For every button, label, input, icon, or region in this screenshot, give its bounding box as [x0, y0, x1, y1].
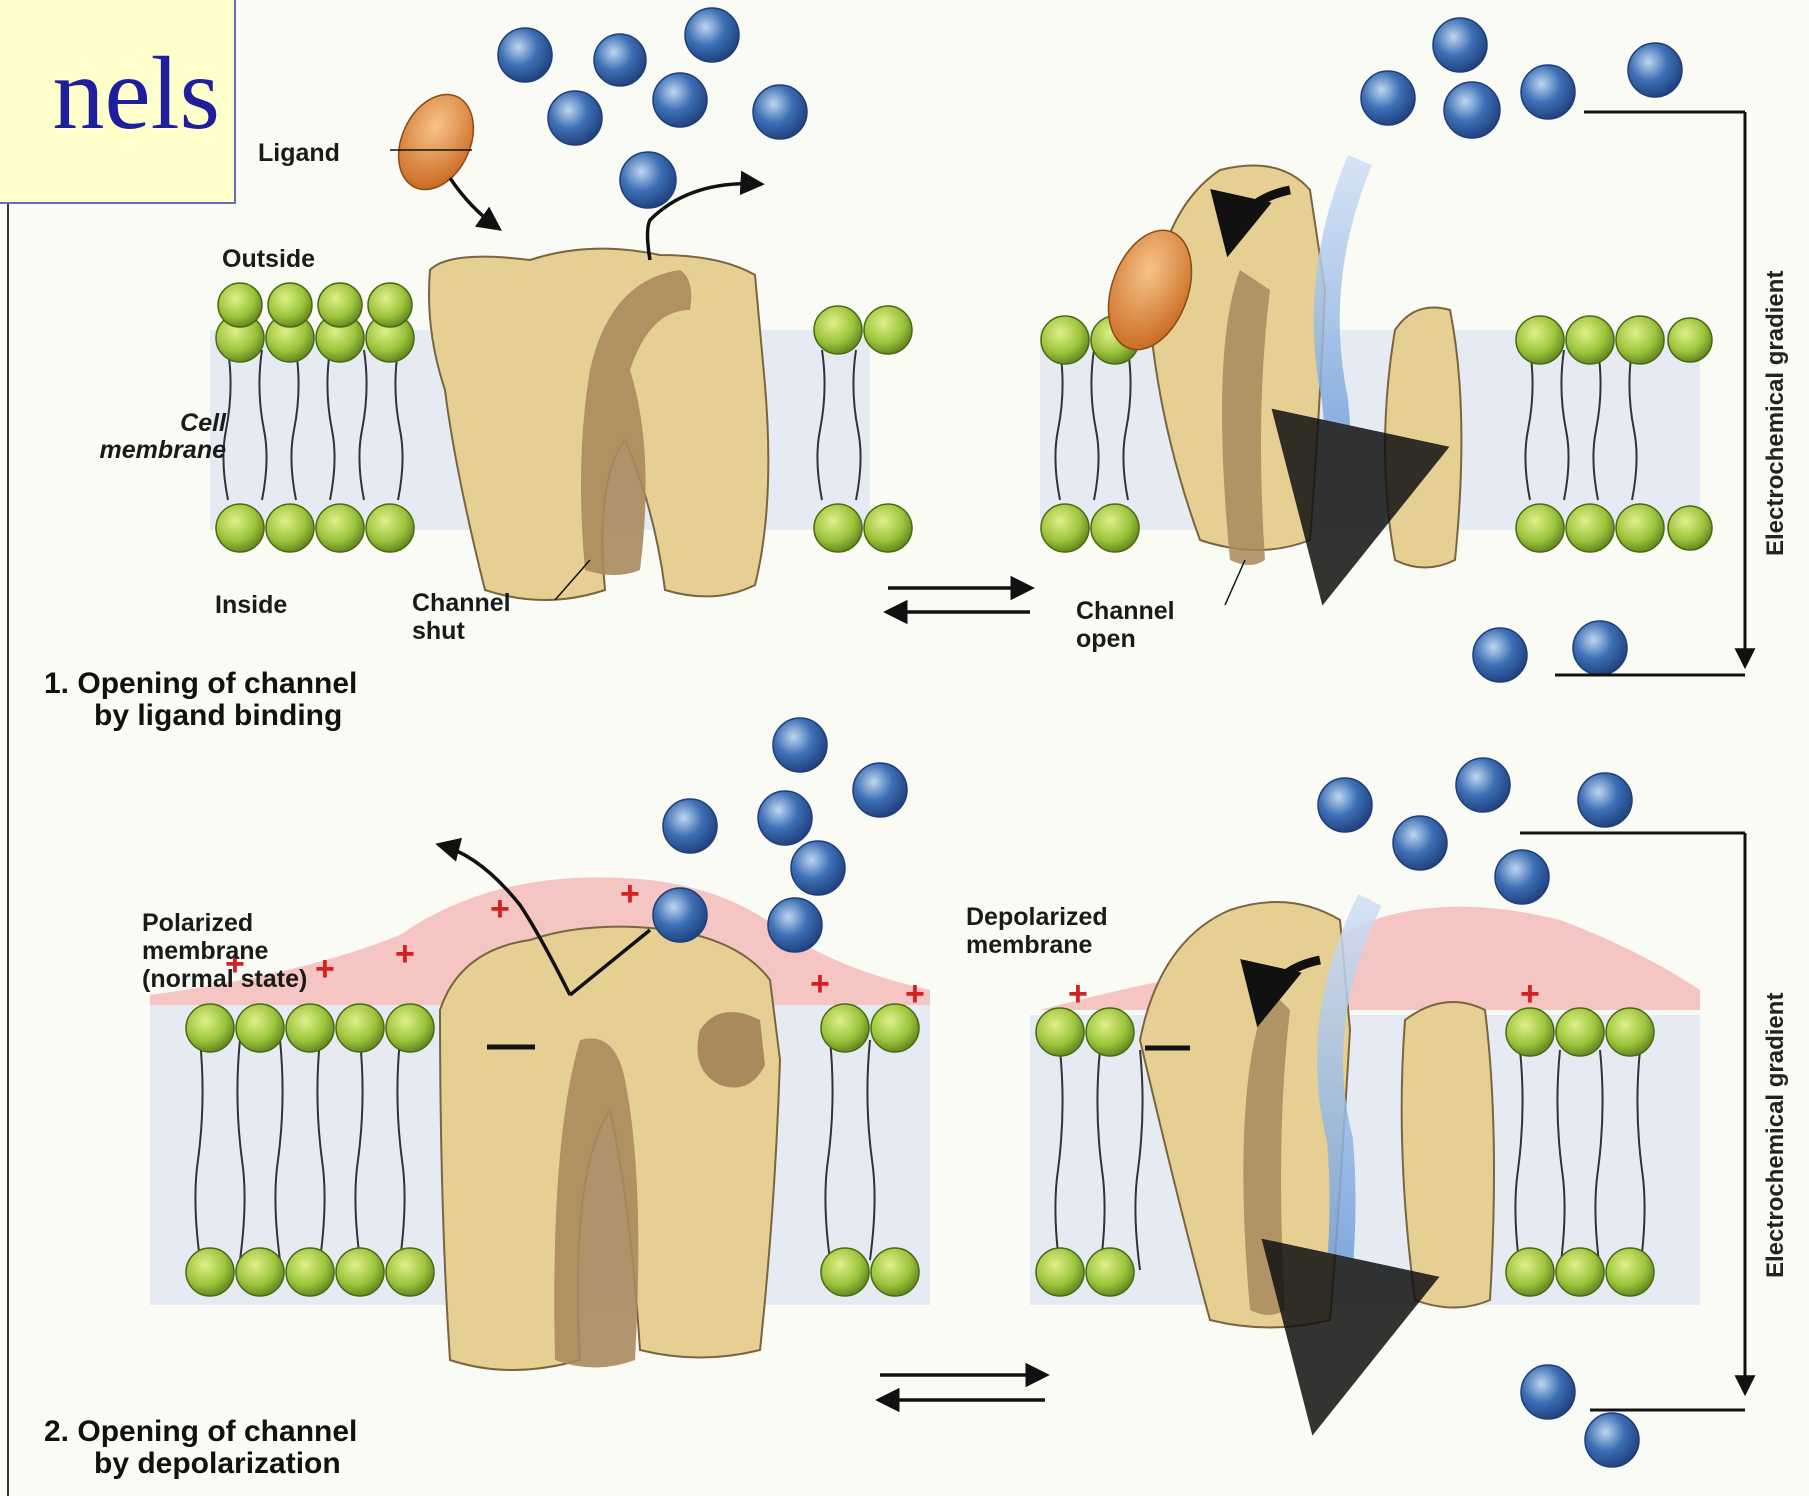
label-channel-shut-line2: shut — [412, 618, 465, 646]
label-gradient-bottom: Electrochemical gradient — [1762, 993, 1790, 1278]
label-polarized-line3: (normal state) — [142, 966, 307, 994]
ligand-molecule — [384, 82, 488, 201]
label-cell-membrane-line2: membrane — [30, 437, 226, 465]
svg-text:+: + — [1520, 975, 1540, 1013]
label-ligand: Ligand — [258, 140, 340, 168]
label-polarized-line1: Polarized — [142, 910, 253, 938]
panel-1-ligand-gated — [210, 8, 1745, 682]
ligand-arrow — [450, 178, 498, 228]
panel-2-voltage-gated: +++ ++++ +++ — [150, 718, 1745, 1467]
caption-panel-2: 2. Opening of channel by depolarization — [44, 1416, 357, 1479]
svg-text:+: + — [315, 950, 335, 988]
membrane-1-open — [1040, 316, 1712, 552]
equilibrium-arrows-2 — [880, 1375, 1045, 1400]
svg-text:+: + — [395, 935, 415, 973]
label-inside: Inside — [215, 592, 287, 620]
slide-title-box: nels — [0, 0, 236, 204]
svg-text:+: + — [810, 965, 830, 1003]
equilibrium-arrows-1 — [888, 588, 1030, 612]
svg-text:+: + — [1068, 975, 1088, 1013]
label-depolarized-line1: Depolarized — [966, 904, 1108, 932]
ions-panel-2-outside — [653, 718, 907, 952]
membrane-2-depolarized: +++ — [1030, 907, 1700, 1305]
caption-panel-1-line2: by ligand binding — [44, 700, 357, 732]
svg-text:+: + — [490, 890, 510, 928]
slide-title: nels — [52, 42, 220, 146]
channel-protein-polarized — [440, 927, 780, 1370]
svg-text:+: + — [620, 875, 640, 913]
label-channel-shut-line1: Channel — [412, 590, 511, 618]
label-channel-open-line2: open — [1076, 626, 1136, 654]
label-channel-open-line1: Channel — [1076, 598, 1175, 626]
caption-panel-1: 1. Opening of channel by ligand binding — [44, 668, 357, 731]
caption-panel-1-line1: 1. Opening of channel — [44, 667, 357, 700]
label-outside: Outside — [222, 246, 315, 274]
label-gradient-top: Electrochemical gradient — [1762, 271, 1790, 556]
caption-panel-2-line1: 2. Opening of channel — [44, 1415, 357, 1448]
channel-protein-closed — [429, 249, 768, 600]
ions-panel-1-outside — [498, 8, 807, 208]
label-cell-membrane-line1: Cell — [30, 410, 226, 438]
label-polarized-line2: membrane — [142, 938, 268, 966]
label-depolarized-line2: membrane — [966, 932, 1092, 960]
caption-panel-2-line2: by depolarization — [44, 1448, 357, 1480]
svg-text:+: + — [905, 975, 925, 1013]
